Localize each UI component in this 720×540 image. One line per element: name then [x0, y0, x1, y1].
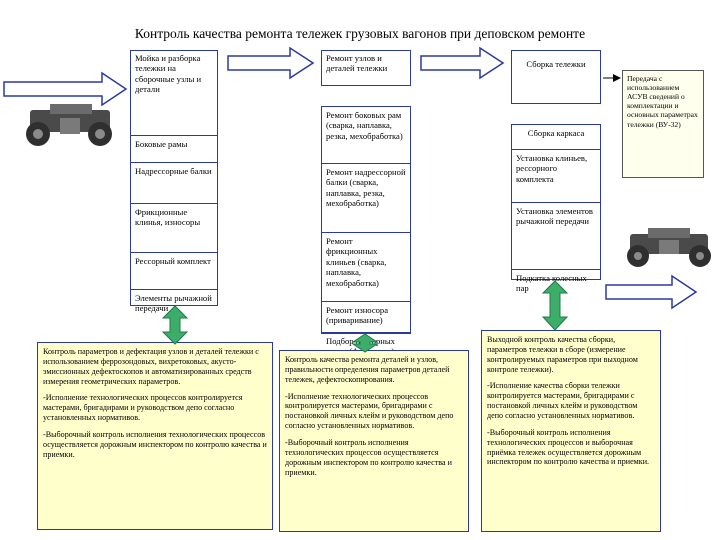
control3-inspector: -Выборочный контроль исполнения технолог…	[487, 427, 650, 467]
page-title: Контроль качества ремонта тележек грузов…	[134, 26, 586, 41]
repair-bolster: Ремонт надрессорной балки (сварка, напла…	[322, 163, 410, 232]
item-side-frames: Боковые рамы	[131, 135, 217, 162]
frame-assembly: Сборка каркаса	[527, 128, 585, 138]
bogie-icon-right	[627, 228, 711, 267]
repair-side-frames: Ремонт боковых рам (сварка, наплавка, ре…	[326, 110, 403, 141]
item-wedges: Фрикционные клинья, износоры	[131, 203, 217, 252]
repair-wear-plate: Ремонт износора (приваривание)	[322, 301, 410, 332]
double-arrow-3	[541, 280, 569, 331]
control3-masters: -Исполнение качества сборки тележки конт…	[487, 381, 638, 421]
control3-main: Выходной контроль качества сборки, парам…	[487, 335, 638, 374]
repair-wedges: Ремонт фрикционных клиньев (сварка, напл…	[322, 232, 410, 301]
disassembly-head: Мойка и разборка тележки на сборочные уз…	[135, 53, 202, 95]
assembly-head: Сборка тележки	[511, 50, 601, 104]
repair-head: Ремонт узлов и деталей тележки	[321, 50, 411, 86]
item-brake-elements: Элементы рычажной передачи	[131, 289, 217, 317]
item-spring-set: Рессорный комплект	[131, 252, 217, 289]
control1-masters: -Исполнение технологических процессов ко…	[43, 393, 243, 423]
assembly-items: Сборка каркаса Установка клиньев, рессор…	[511, 124, 601, 293]
install-brake-elements: Установка элементов рычажной передачи	[512, 202, 600, 269]
control1-inspector: -Выборочный контроль исполнения технолог…	[43, 430, 267, 459]
wheelset-rollin: Подкатка колесных пар	[512, 269, 600, 297]
control-box-disassembly: Контроль параметров и дефектация узлов и…	[37, 342, 273, 530]
control-box-repair: Контроль качества ремонта деталей и узло…	[279, 350, 469, 532]
control-box-assembly: Выходной контроль качества сборки, парам…	[481, 330, 661, 532]
asuv-transfer-note: Передача с использованием АСУВ сведений …	[622, 70, 704, 178]
flow-arrow-2	[420, 46, 505, 80]
double-arrow-2	[351, 333, 379, 353]
control2-masters: -Исполнение технологических процессов ко…	[285, 391, 454, 431]
install-wedges-springs: Установка клиньев, рессорного комплекта	[512, 149, 600, 202]
control2-main: Контроль качества ремонта деталей и узло…	[285, 355, 450, 384]
flow-arrow-1	[227, 46, 315, 80]
control2-inspector: -Выборочный контроль исполнения технолог…	[285, 438, 452, 477]
disassembly-column: Мойка и разборка тележки на сборочные уз…	[130, 50, 218, 313]
double-arrow-1	[161, 305, 189, 345]
bogie-icon-left	[26, 104, 112, 146]
control1-main: Контроль параметров и дефектация узлов и…	[43, 347, 259, 386]
input-arrow	[3, 71, 128, 107]
output-arrow	[605, 274, 698, 310]
item-bolsters: Надрессорные балки	[131, 162, 217, 203]
